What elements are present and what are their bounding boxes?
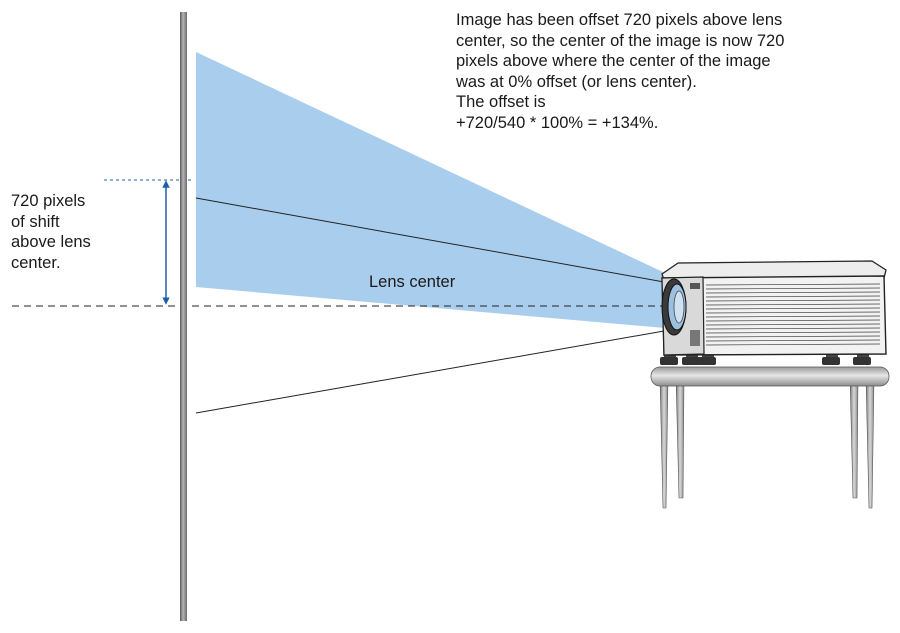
explanation-line: pixels above where the center of the ima… <box>456 52 771 70</box>
explanation-text: Image has been offset 720 pixels above l… <box>456 10 900 133</box>
projection-screen <box>180 12 187 621</box>
projector <box>660 260 887 365</box>
explanation-line: center, so the center of the image is no… <box>456 31 785 50</box>
shift-label-line: above lens <box>11 233 91 251</box>
projector-table <box>650 366 890 509</box>
projection-beam <box>196 52 665 328</box>
explanation-line: +720/540 * 100% = +134%. <box>456 113 659 132</box>
lower-ray <box>195 330 665 414</box>
shift-label-line: 720 pixels <box>11 192 86 210</box>
shift-label-line: of shift <box>11 212 60 231</box>
shift-label: 720 pixels of shift above lens center. <box>11 191 151 273</box>
lens-center-label: Lens center <box>369 273 456 291</box>
explanation-line: Image has been offset 720 pixels above l… <box>456 11 783 29</box>
shift-label-line: center. <box>11 253 61 272</box>
explanation-line: was at 0% offset (or lens center). <box>456 72 697 91</box>
image-center-ray <box>195 197 665 283</box>
explanation-line: The offset is <box>456 93 546 111</box>
